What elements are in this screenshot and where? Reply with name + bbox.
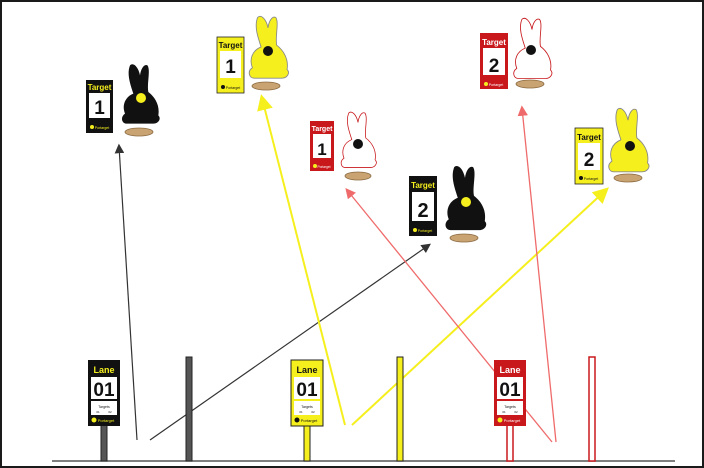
arrow-black-lane-to-target-2 — [149, 243, 431, 441]
portarget-logo-icon — [91, 417, 97, 423]
post-yellow — [396, 356, 404, 462]
portarget-logo-icon — [579, 176, 583, 180]
target-yellow-2: Target 2 Portarget — [574, 107, 650, 185]
lane-header: Lane — [296, 365, 317, 375]
target-number: 1 — [94, 98, 105, 119]
portarget-logo-icon — [90, 125, 94, 129]
target-red-1: Target 1 Portarget — [310, 111, 377, 181]
portarget-logo-icon — [313, 164, 317, 168]
lane-sub-label: Targets — [98, 405, 110, 409]
lane-sign-yellow: Lane 01 Targets 01 02 Portarget — [290, 359, 324, 462]
portarget-logo-icon — [221, 85, 225, 89]
lane-sub-value: 01 — [502, 410, 506, 414]
lane-brand: Portarget — [98, 418, 115, 423]
lane-sub-value: 02 — [514, 410, 518, 414]
target-number: 2 — [584, 150, 595, 171]
arrow-yellow-lane-to-target-1 — [257, 94, 346, 426]
lane-sub-value: 02 — [311, 410, 315, 414]
portarget-logo-icon — [294, 417, 300, 423]
target-red-2: Target 2 Portarget — [480, 17, 553, 89]
portarget-logo-icon — [497, 417, 503, 423]
target-brand: Portarget — [317, 165, 330, 169]
target-base — [515, 79, 545, 89]
rabbit-silhouette-icon — [608, 107, 650, 173]
arrow-yellow-lane-to-target-2 — [351, 187, 609, 426]
post-red — [588, 356, 596, 462]
lane-sign-red: Lane 01 Targets 01 02 Portarget — [494, 360, 526, 462]
target-base — [613, 173, 643, 183]
target-base — [449, 233, 479, 243]
bullseye-icon — [263, 46, 273, 56]
lane-header: Lane — [93, 365, 114, 375]
lane-number: 01 — [296, 380, 318, 401]
lane-sign-black: Lane 01 Targets 01 02 Portarget — [88, 360, 120, 462]
target-brand: Portarget — [226, 86, 240, 90]
portarget-logo-icon — [413, 228, 417, 232]
target-base — [344, 171, 372, 181]
target-header: Target — [577, 133, 601, 142]
lane-brand: Portarget — [301, 418, 318, 423]
target-number: 1 — [225, 57, 236, 78]
lane-sub-label: Targets — [504, 405, 516, 409]
target-number: 2 — [417, 200, 428, 222]
arrow-red-lane-to-target-2 — [517, 105, 557, 443]
target-header: Target — [312, 126, 334, 133]
target-base — [124, 127, 154, 137]
target-black-1: Target 1 Portarget — [86, 64, 160, 137]
arrow-black-lane-to-target-1 — [114, 143, 138, 441]
target-brand: Portarget — [418, 229, 432, 233]
target-header: Target — [88, 83, 112, 92]
lane-number: 01 — [93, 380, 115, 401]
portarget-logo-icon — [484, 82, 488, 86]
target-yellow-1: Target 1 Portarget — [216, 15, 289, 94]
target-base — [251, 81, 281, 91]
target-number: 1 — [317, 140, 326, 159]
post-black — [185, 356, 193, 462]
bullseye-icon — [526, 45, 536, 55]
lane-sub-value: 01 — [96, 410, 100, 414]
target-black-2: Target 2 Portarget — [409, 165, 487, 243]
lane-sub-value: 01 — [299, 410, 303, 414]
target-header: Target — [219, 41, 243, 50]
lane-header: Lane — [499, 365, 520, 375]
target-header: Target — [411, 181, 435, 190]
lane-brand: Portarget — [504, 418, 521, 423]
lane-number: 01 — [499, 380, 521, 401]
bullseye-icon — [461, 197, 471, 207]
target-brand: Portarget — [95, 126, 109, 130]
bullseye-icon — [625, 141, 635, 151]
target-brand: Portarget — [584, 177, 598, 181]
bullseye-icon — [353, 139, 363, 149]
lane-sub-value: 02 — [108, 410, 112, 414]
lane-sub-label: Targets — [301, 405, 313, 409]
target-number: 2 — [489, 56, 500, 77]
target-brand: Portarget — [489, 83, 503, 87]
target-header: Target — [482, 38, 506, 47]
bullseye-icon — [136, 93, 146, 103]
